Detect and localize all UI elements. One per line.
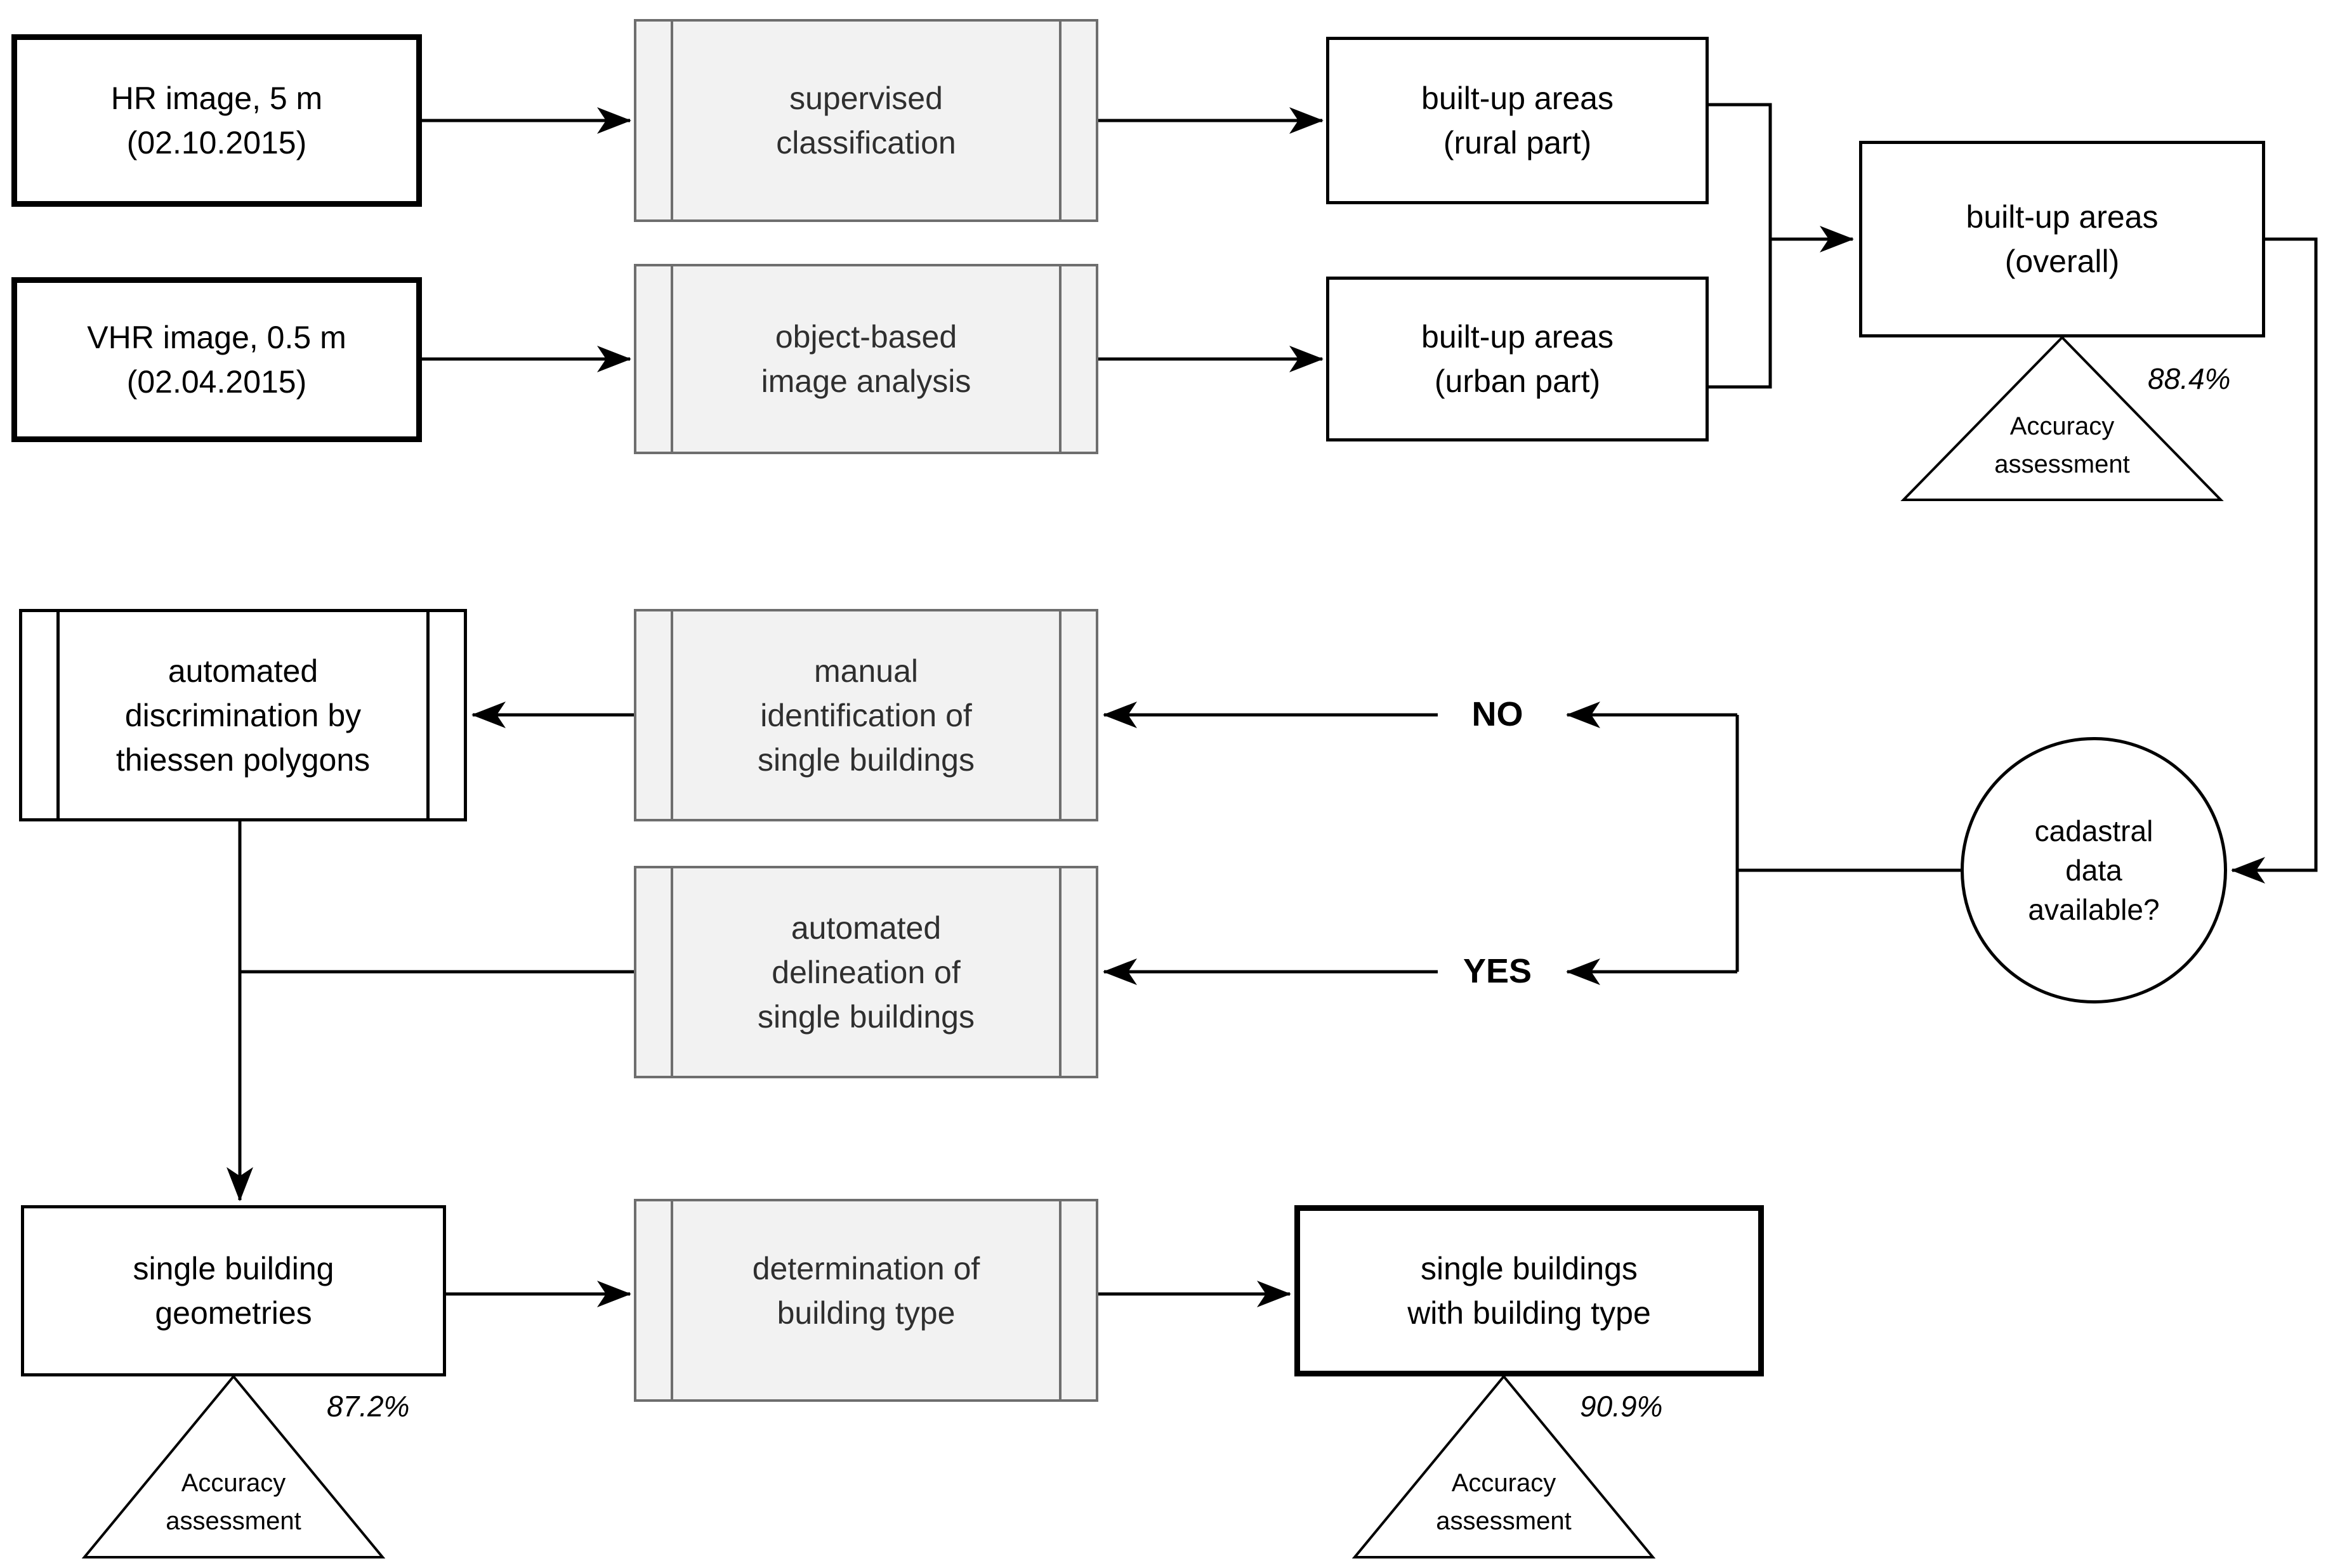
node-object-based-analysis-label: object-based image analysis bbox=[761, 319, 971, 399]
process-bar-right bbox=[1059, 611, 1062, 819]
node-hr-image-label: HR image, 5 m (02.10.2015) bbox=[110, 81, 323, 160]
node-cadastral-question: cadastral data available? bbox=[1961, 737, 2227, 1003]
node-manual-identification: manual identification of single building… bbox=[634, 609, 1098, 821]
node-buildings-with-type: single buildings with building type bbox=[1294, 1205, 1764, 1376]
node-building-geometries-label: single building geometries bbox=[133, 1251, 334, 1331]
node-cadastral-question-label: cadastral data available? bbox=[2028, 814, 2160, 926]
node-buildings-with-type-label: single buildings with building type bbox=[1407, 1251, 1651, 1331]
node-builtup-overall-label: built-up areas (overall) bbox=[1966, 199, 2159, 279]
accuracy-pct-geometries: 87.2% bbox=[327, 1390, 410, 1423]
accuracy-triangle-building-type bbox=[1351, 1374, 1656, 1558]
process-bar-left bbox=[671, 1201, 673, 1399]
accuracy-pct-overall: 88.4% bbox=[2148, 362, 2231, 395]
node-supervised-classification: supervised classification bbox=[634, 19, 1098, 222]
node-object-based-analysis: object-based image analysis bbox=[634, 264, 1098, 454]
branch-label-no: NO bbox=[1471, 695, 1523, 733]
node-builtup-rural-label: built-up areas (rural part) bbox=[1421, 81, 1614, 160]
process-bar-left bbox=[671, 611, 673, 819]
node-building-geometries: single building geometries bbox=[21, 1205, 446, 1376]
node-supervised-classification-label: supervised classification bbox=[776, 81, 956, 160]
accuracy-pct-building-type: 90.9% bbox=[1580, 1390, 1663, 1423]
node-builtup-urban: built-up areas (urban part) bbox=[1326, 277, 1709, 441]
process-bar-right bbox=[1059, 22, 1062, 219]
node-automated-delineation-label: automated delineation of single building… bbox=[758, 910, 975, 1035]
accuracy-label-geometries: Accuracy assessment bbox=[166, 1469, 301, 1535]
connector-overall-to-circle bbox=[2231, 237, 2318, 884]
accuracy-label-building-type: Accuracy assessment bbox=[1436, 1469, 1572, 1535]
process-bar-left bbox=[671, 266, 673, 452]
process-bar-left bbox=[56, 612, 60, 818]
process-bar-right bbox=[1059, 1201, 1062, 1399]
process-bar-left bbox=[671, 868, 673, 1076]
process-bar-right bbox=[1059, 266, 1062, 452]
node-builtup-rural: built-up areas (rural part) bbox=[1326, 37, 1709, 204]
node-builtup-urban-label: built-up areas (urban part) bbox=[1421, 319, 1614, 399]
branch-label-yes: YES bbox=[1463, 952, 1532, 990]
node-manual-identification-label: manual identification of single building… bbox=[758, 653, 975, 778]
node-thiessen-discrimination-label: automated discrimination by thiessen pol… bbox=[115, 653, 371, 778]
process-bar-right bbox=[426, 612, 430, 818]
merge-bracket bbox=[1709, 103, 1772, 389]
node-vhr-image: VHR image, 0.5 m (02.04.2015) bbox=[11, 277, 422, 442]
node-thiessen-discrimination: automated discrimination by thiessen pol… bbox=[19, 609, 467, 821]
node-hr-image: HR image, 5 m (02.10.2015) bbox=[11, 34, 422, 207]
node-vhr-image-label: VHR image, 0.5 m (02.04.2015) bbox=[87, 320, 346, 400]
node-determination-type-label: determination of building type bbox=[752, 1251, 980, 1331]
accuracy-triangle-overall bbox=[1900, 336, 2224, 501]
process-bar-left bbox=[671, 22, 673, 219]
node-determination-type: determination of building type bbox=[634, 1199, 1098, 1402]
node-builtup-overall: built-up areas (overall) bbox=[1859, 141, 2265, 337]
accuracy-triangle-geometries bbox=[81, 1374, 386, 1558]
node-automated-delineation: automated delineation of single building… bbox=[634, 866, 1098, 1078]
process-bar-right bbox=[1059, 868, 1062, 1076]
accuracy-label-overall: Accuracy assessment bbox=[1994, 412, 2130, 478]
